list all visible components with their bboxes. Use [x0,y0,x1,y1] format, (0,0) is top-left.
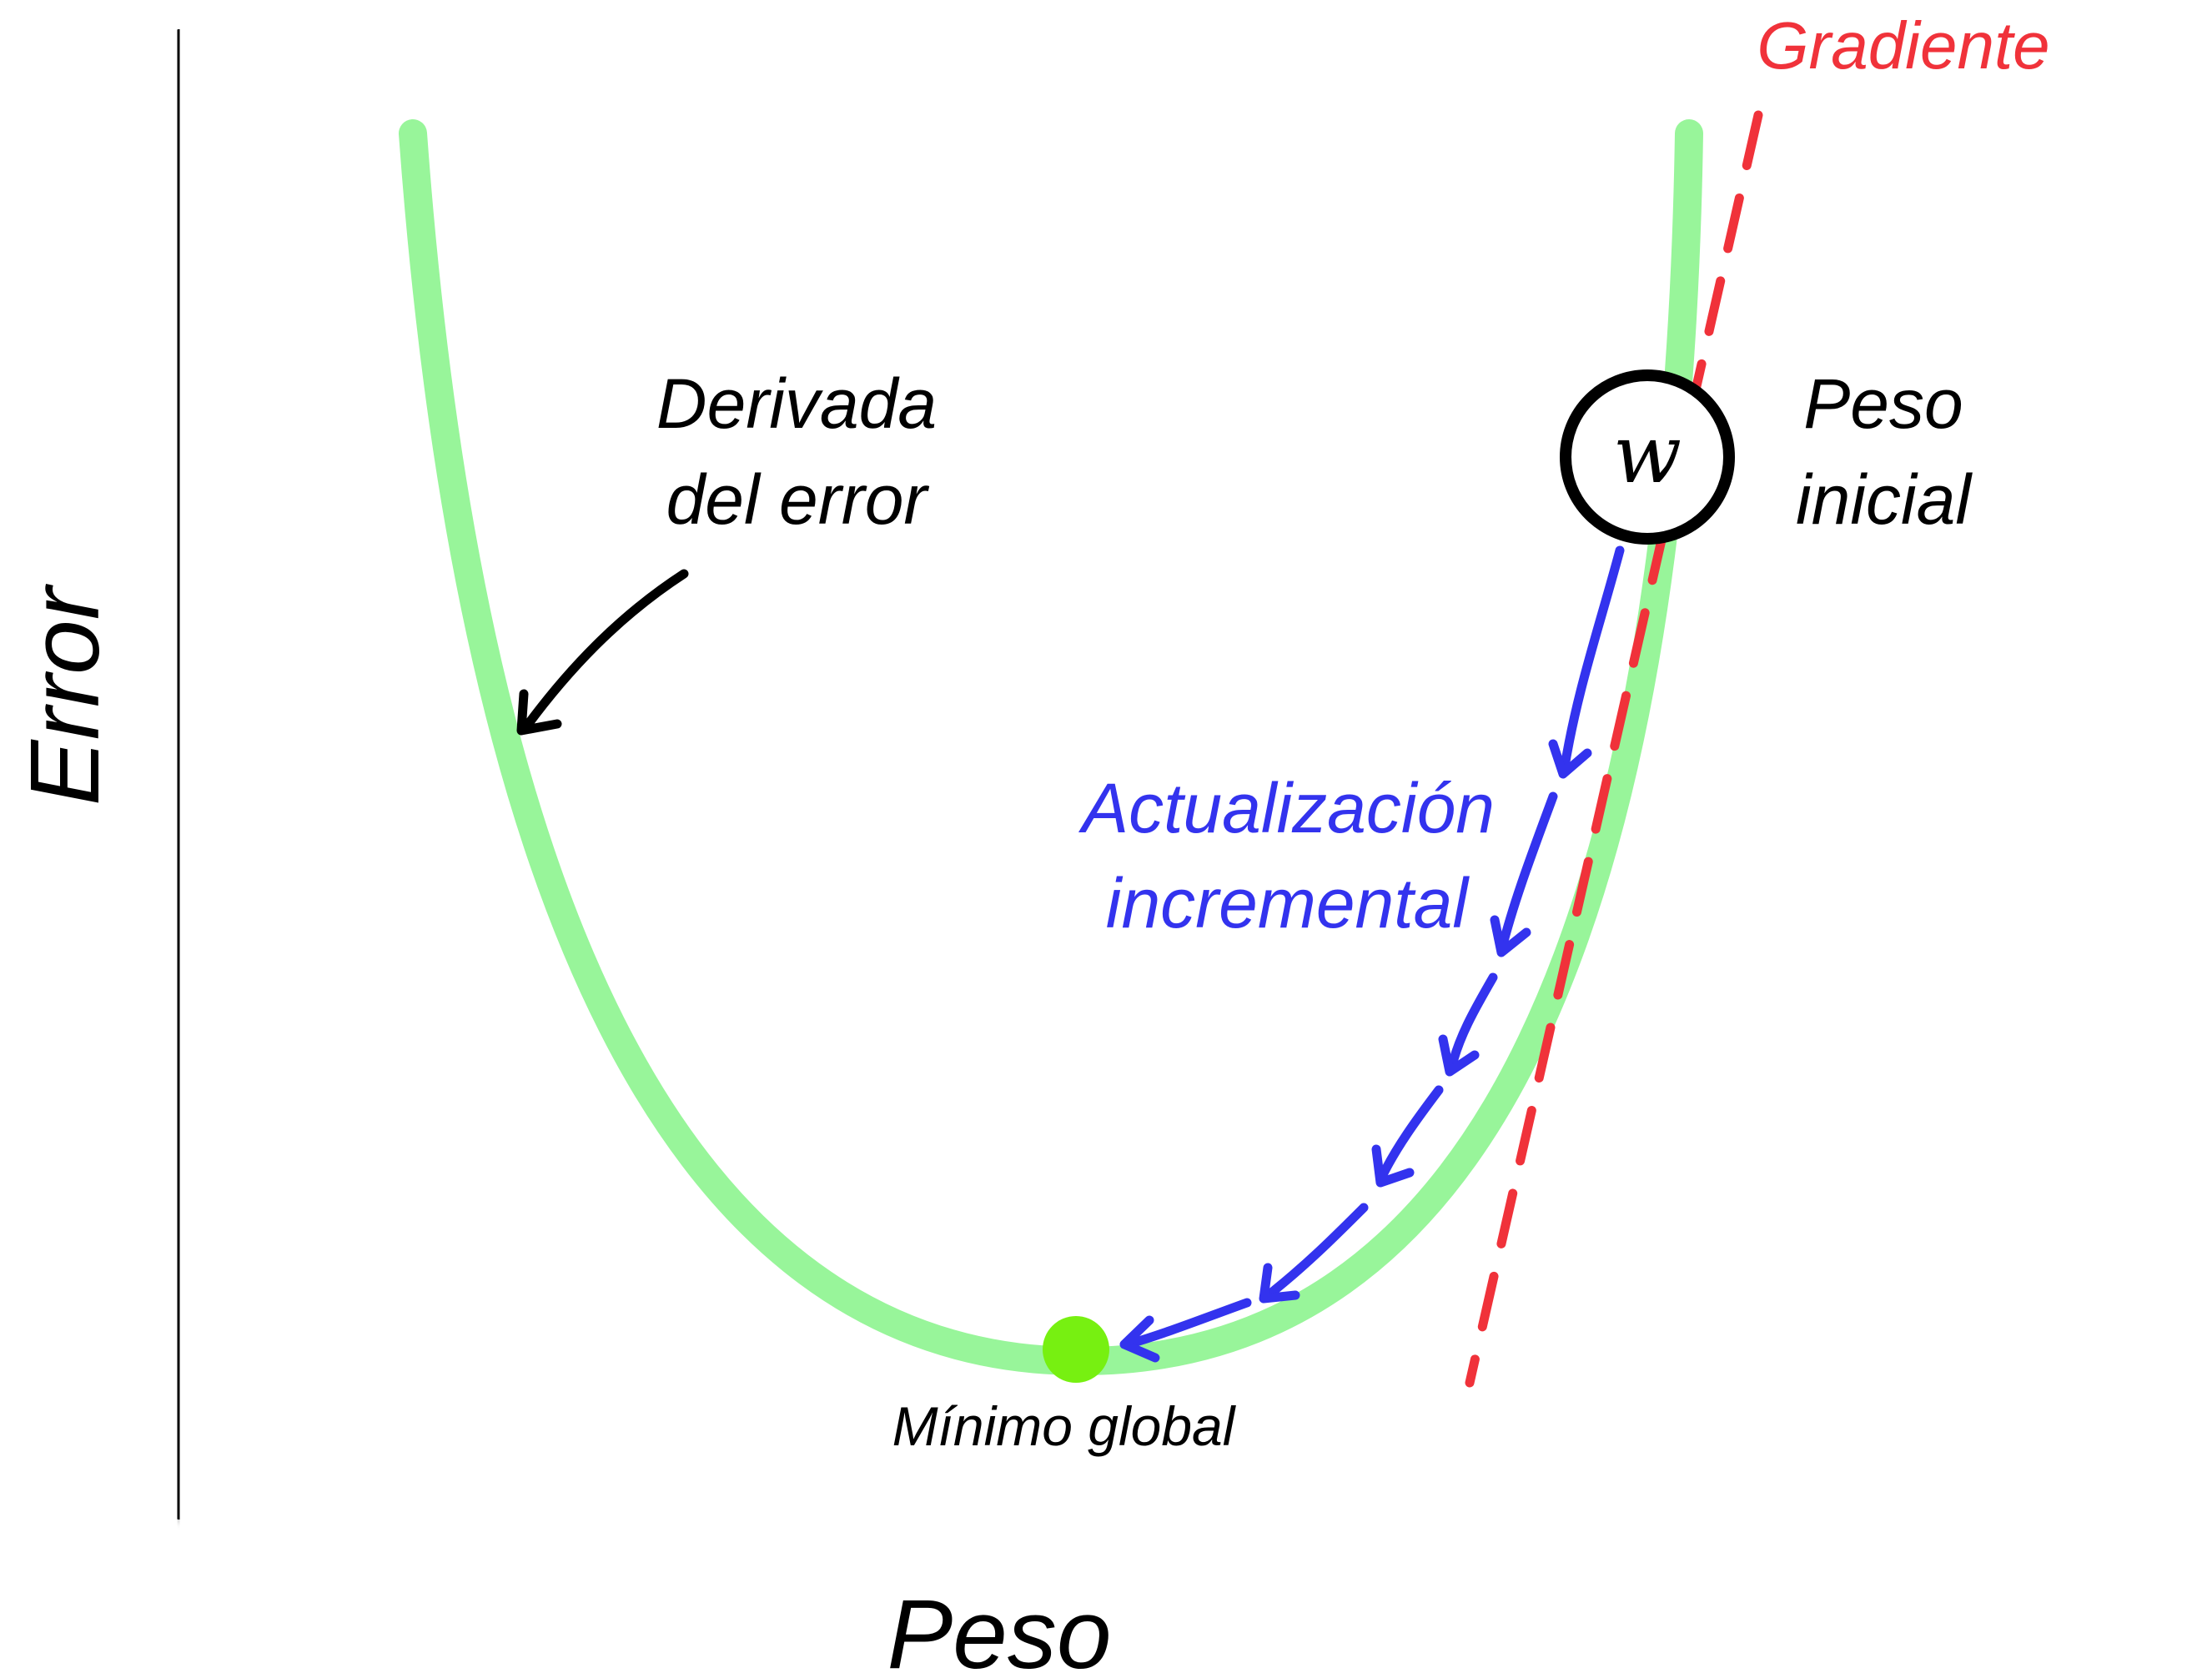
global-minimum-point [1043,1316,1109,1383]
gradient-label: Gradiente [1757,8,2049,83]
y-axis-label: Error [10,583,120,806]
derivative-label-line1: Derivada [656,364,937,443]
incremental-update-label-line1: Actualización [1078,769,1495,847]
step-arrow [1438,972,1498,1077]
initial-weight-marker [1560,369,1735,545]
step-arrow [1259,1203,1369,1304]
incremental-update-steps [1119,545,1625,1363]
derivative-label-line2: del error [666,460,930,539]
global-minimum-label: Mínimo global [892,1395,1237,1457]
error-curve [399,119,1703,1376]
derivative-pointer-arrow [516,569,689,736]
gradient-line [1465,110,1763,1388]
incremental-update-label-line2: incremental [1106,864,1470,942]
step-arrow [1371,1085,1444,1188]
x-axis-label: Peso [887,1580,1112,1678]
step-arrow [1548,545,1625,779]
initial-weight-label-line2: inicial [1796,460,1973,539]
step-arrow [1490,791,1558,957]
weight-symbol: w [1613,408,1682,501]
step-arrow [1119,1298,1252,1363]
y-axis-line [172,29,185,1520]
initial-weight-label-line1: Peso [1803,364,1963,443]
